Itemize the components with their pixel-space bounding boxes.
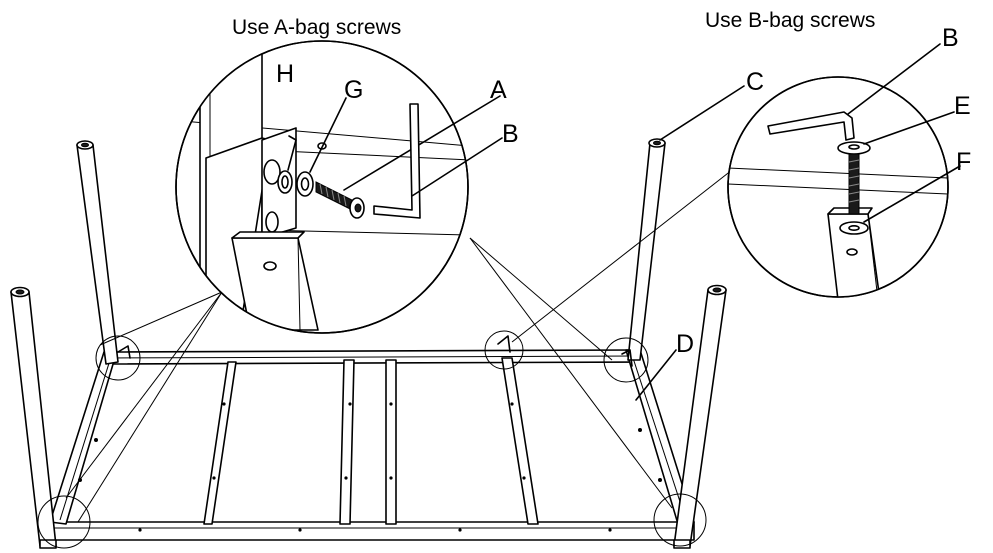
detail-marker-front-right — [653, 493, 707, 547]
part-f-washer — [839, 165, 961, 235]
part-g-flat-washer — [296, 97, 347, 197]
a-bag-header: Use A-bag screws — [232, 16, 401, 39]
part-a-socket-screw — [315, 95, 501, 219]
leg-back-right — [627, 142, 666, 361]
part-h-lock-washer — [277, 135, 297, 194]
label-f: F — [956, 148, 971, 176]
hex-key-small-middle — [497, 335, 511, 353]
label-d: D — [676, 330, 694, 358]
part-b-hex-key-left — [373, 103, 503, 219]
hex-key-small-right — [621, 349, 633, 367]
front-rail — [49, 521, 695, 541]
callout-a-bag — [175, 40, 503, 334]
label-a: A — [490, 76, 507, 104]
leg-front-left — [10, 291, 57, 547]
detail-marker-back-middle — [484, 330, 524, 370]
callout-b-bag — [727, 43, 961, 298]
left-side-rail — [49, 351, 117, 525]
label-e: E — [954, 92, 971, 120]
leader-d — [635, 349, 677, 401]
detail-marker-back-right — [603, 337, 649, 383]
leader-lines — [65, 169, 733, 523]
label-g: G — [344, 76, 363, 104]
detail-marker-back-left — [95, 335, 141, 381]
hex-key-small-left — [117, 345, 131, 359]
table-frame — [49, 349, 695, 541]
label-b-left: B — [502, 120, 519, 148]
b-bag-header: Use B-bag screws — [705, 9, 875, 32]
cross-slats — [203, 357, 539, 525]
label-c: C — [746, 68, 764, 96]
detail-markers — [37, 330, 707, 549]
table-legs — [10, 138, 727, 549]
frame-holes — [78, 402, 662, 532]
leg-back-left — [76, 144, 119, 365]
part-e-flat-screw — [837, 111, 955, 215]
label-b-right: B — [942, 24, 959, 52]
leg-front-right — [673, 289, 727, 547]
part-b-hex-key-right — [767, 43, 941, 141]
label-h: H — [276, 60, 294, 88]
detail-marker-front-left — [37, 495, 91, 549]
leader-c — [659, 85, 745, 141]
